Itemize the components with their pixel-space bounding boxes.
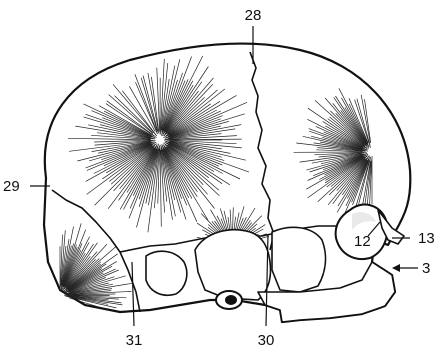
arrowhead-3 [392,264,400,272]
temporal-squama [195,230,271,300]
label-28: 28 [245,7,262,24]
acoustic-meatus-inner [225,295,237,305]
label-29: 29 [3,178,20,195]
label-13: 13 [418,230,435,247]
label-30: 30 [258,332,275,349]
label-12: 12 [354,233,371,250]
mastoid-region [146,251,187,295]
label-31: 31 [126,332,143,349]
label-3: 3 [422,260,430,277]
sphenoid-greater-wing [272,227,325,292]
